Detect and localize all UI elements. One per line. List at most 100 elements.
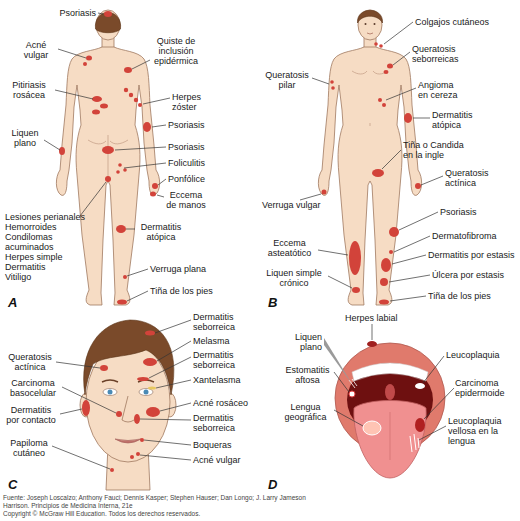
- source-note: Fuente: Joseph Loscalzo; Anthony Fauci; …: [3, 494, 306, 502]
- lesion: [330, 80, 334, 84]
- lesion: [86, 56, 92, 61]
- lesion: [384, 70, 389, 74]
- lesion: [143, 122, 151, 132]
- leader-line: [143, 98, 170, 104]
- lesion-label: Queratosis actínica: [445, 168, 500, 188]
- nose: [122, 396, 134, 422]
- leader-line: [62, 387, 116, 413]
- lesion: [83, 62, 87, 66]
- leader-line: [149, 357, 191, 378]
- eye: [365, 23, 367, 25]
- lesion-label: Psoriasis: [168, 120, 205, 130]
- lesion: [118, 163, 122, 167]
- lesion-label: Psoriasis: [168, 142, 205, 152]
- leaders-d: [324, 324, 454, 440]
- lesion: [381, 258, 391, 272]
- leader-line: [300, 194, 321, 200]
- panel-letter: A: [8, 296, 17, 310]
- lesion: [143, 358, 157, 366]
- lesion-label: Dermatitis seborreica: [193, 312, 248, 332]
- lesions-b: [322, 42, 422, 304]
- leader-line: [334, 410, 363, 426]
- body-back-figure: [56, 10, 159, 305]
- leader-line: [390, 296, 426, 301]
- lesion: [389, 227, 399, 237]
- lesion-label: Úlcera por estasis: [432, 270, 504, 280]
- leader-line: [52, 446, 110, 469]
- lesion: [124, 67, 132, 73]
- leader-line: [382, 150, 401, 169]
- lesion: [104, 11, 112, 17]
- lesion-label: Dermatitis por contacto: [4, 405, 58, 425]
- leader-line: [399, 212, 438, 230]
- lesion: [102, 146, 114, 154]
- uvula: [385, 384, 395, 400]
- leader-line: [152, 125, 166, 127]
- leader-line: [156, 380, 191, 388]
- lesion: [146, 407, 160, 417]
- panel-letter: B: [268, 296, 277, 310]
- lesion: [363, 421, 381, 435]
- lesion-label: Boqueras: [193, 440, 232, 450]
- panel-letter: D: [268, 478, 277, 492]
- lesion-label: Psoriasis: [440, 207, 477, 217]
- lesion-label: Melasma: [193, 336, 230, 346]
- lesion-label: Liquen plano: [6, 128, 44, 148]
- lesion: [100, 365, 108, 371]
- lesion-label: Queratosis seborreicas: [412, 44, 468, 64]
- leader-line: [124, 163, 166, 168]
- leader-line: [155, 320, 191, 333]
- lesion: [116, 170, 120, 174]
- leader-line: [132, 60, 150, 69]
- lesion: [410, 434, 419, 452]
- lesions-d: [349, 341, 425, 452]
- panel-letter: C: [8, 478, 17, 492]
- lesion: [404, 113, 412, 123]
- lesion: [92, 96, 102, 102]
- lesion-label: Estomatitis aftosa: [280, 365, 335, 385]
- lesion: [82, 400, 90, 416]
- leader-line: [98, 13, 103, 14]
- lesion-label: Herpes simple: [5, 252, 63, 262]
- lesion-label: Verruga vulgar: [262, 200, 321, 210]
- lesion-label: Leucoplaquia vellosa en la lengua: [448, 416, 504, 446]
- lesion-label: Dermatitis atópica: [137, 222, 185, 242]
- lesion-label: Acné vulgar: [193, 455, 241, 465]
- lesion: [138, 103, 142, 107]
- lesion-label: Angioma en cereza: [418, 80, 462, 100]
- leader-line: [157, 195, 164, 197]
- lesion: [136, 452, 140, 456]
- lesion-label: Liquen plano: [282, 332, 322, 352]
- leader-line: [392, 255, 426, 264]
- leader-line: [328, 276, 352, 288]
- mouth: [367, 33, 373, 34]
- lesion-label: Colgajos cutáneos: [415, 17, 489, 27]
- tongue: [354, 401, 426, 479]
- lesion: [349, 391, 355, 397]
- lesion: [415, 183, 421, 189]
- leader-line: [44, 140, 60, 150]
- leader-line: [144, 440, 191, 445]
- leader-line: [423, 356, 444, 383]
- lesion-label: Dermatofibroma: [432, 231, 497, 241]
- lesion: [129, 93, 133, 97]
- lesion: [379, 300, 389, 305]
- leader-line: [389, 275, 430, 282]
- lesion-label: Quiste de inclusión epidérmica: [146, 36, 206, 66]
- lesion-label: Herpes labial: [345, 313, 398, 323]
- leader-line: [372, 324, 373, 340]
- lesion-label: Foliculitis: [168, 158, 205, 168]
- lesion: [117, 300, 127, 305]
- leader-line: [56, 362, 100, 368]
- lesion-label: Vitiligo: [5, 272, 31, 282]
- lesion: [380, 278, 388, 286]
- lesions-a: [59, 11, 158, 305]
- lesion: [140, 438, 144, 442]
- lesion-label: Dermatitis: [5, 262, 46, 272]
- lesion: [116, 411, 122, 417]
- source-note: Copyright © McGraw Hill Education. Todos…: [3, 510, 200, 518]
- leader-line: [413, 118, 430, 119]
- leader-line: [80, 182, 106, 216]
- body-contour: [88, 135, 128, 177]
